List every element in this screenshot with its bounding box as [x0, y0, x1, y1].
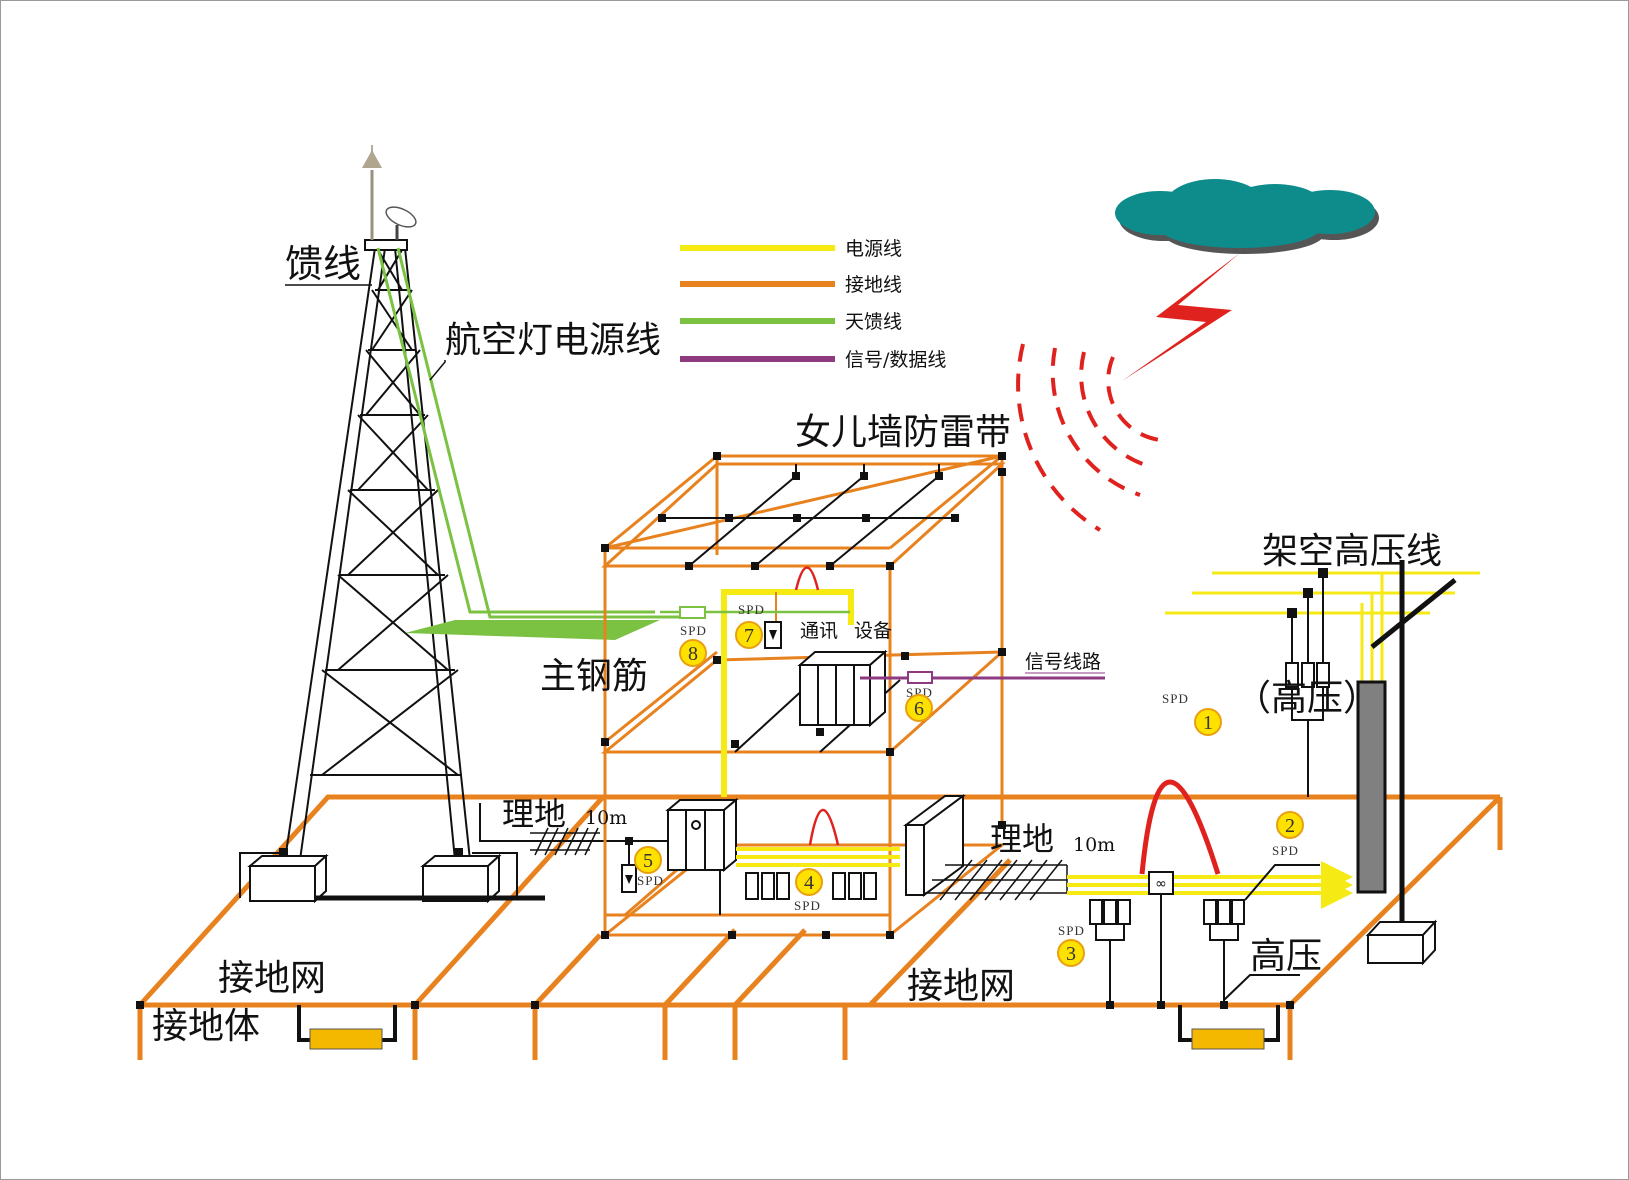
spd-number-5: 5: [643, 850, 653, 872]
ground-electrode-label: 接地体: [152, 1006, 260, 1047]
spd-number-7: 7: [744, 625, 754, 647]
spd-badge-6: SPD 6: [905, 685, 933, 722]
hv-spd-1-array: [1285, 568, 1330, 797]
legend-item-power: 电源线: [680, 238, 902, 260]
hv-transformer-box: [1365, 919, 1438, 966]
spd-number-4: 4: [804, 872, 814, 894]
spd-number-1: 1: [1203, 712, 1213, 734]
building-rebar-cage: [600, 454, 1007, 937]
spd-number-8: 8: [688, 643, 698, 665]
legend-label-signal: 信号/数据线: [845, 349, 946, 371]
legend-item-ground: 接地线: [680, 274, 902, 296]
comm-equipment-label-a: 通讯: [800, 620, 838, 642]
spd-number-6: 6: [914, 698, 924, 720]
bypass-arc-indoor: [808, 809, 840, 846]
comm-equipment-cabinet: [797, 649, 888, 728]
tower-footing-left: [239, 848, 329, 904]
spd-label-8: SPD: [680, 623, 707, 638]
spd-label-1: SPD: [1162, 691, 1189, 706]
legend-label-power: 电源线: [845, 238, 902, 260]
tower-footing-right: [420, 848, 518, 904]
spd-badge-7: SPD 7: [735, 602, 765, 649]
spd-badge-8: SPD 8: [679, 623, 707, 667]
hv-paren-label: （高压）: [1235, 678, 1379, 719]
spd-badge-3: SPD 3: [1057, 923, 1085, 967]
distance-label-right: 10m: [1073, 834, 1115, 856]
spd-3-array: [1089, 899, 1131, 1005]
spd-number-3: 3: [1066, 943, 1076, 965]
spd-2-array: [1203, 864, 1320, 1005]
transformer-cabinet: [902, 794, 967, 897]
spd-6-device: [907, 671, 933, 684]
tower-platform: [364, 239, 408, 251]
grounding-grid-right: [868, 794, 1503, 1060]
spd-badge-1: SPD 1: [1162, 691, 1222, 736]
buried-ground-hatch-left: [530, 827, 600, 856]
grounding-grid-label-left: 接地网: [218, 958, 326, 999]
legend-label-ground: 接地线: [845, 274, 902, 296]
communication-tower: [284, 247, 471, 861]
main-rebar-plate: [405, 620, 660, 640]
satellite-dish-icon: [385, 206, 417, 240]
overhead-hv-lines: [1165, 571, 1480, 682]
hv-crossarm: [1370, 578, 1457, 649]
spd-badge-2: 2 SPD: [1272, 811, 1304, 858]
spd-badge-5: 5 SPD: [634, 846, 664, 888]
spd-label-3: SPD: [1058, 923, 1085, 938]
parapet-lightning-belt-label: 女儿墙防雷带: [795, 412, 1011, 453]
ground-electrode-left: [297, 1005, 397, 1050]
antenna-feeder-lines: [376, 247, 700, 619]
spd-label-2: SPD: [1272, 843, 1299, 858]
lightning-bolt-icon: [1122, 253, 1240, 381]
overhead-hv-line-label: 架空高压线: [1262, 531, 1442, 572]
electromagnetic-wave-icon: [1016, 343, 1161, 532]
indoor-power-bus: [736, 847, 900, 867]
storm-cloud-icon: [1115, 179, 1379, 254]
incoming-power-line: [1067, 861, 1353, 909]
buried-ground-hatch-right: [925, 859, 1068, 901]
legend-item-antenna: 天馈线: [680, 311, 902, 333]
grounding-grid-left: [137, 794, 1010, 1060]
hv-cable-conduit: [1356, 680, 1387, 894]
feeder-label: 馈线: [285, 242, 361, 286]
spd-label-7: SPD: [738, 602, 765, 617]
spd-label-5: SPD: [637, 873, 664, 888]
indoor-power-line: [721, 589, 854, 797]
isolation-transformer-icon: ∞: [1148, 871, 1174, 1005]
spd-number-2: 2: [1285, 815, 1295, 837]
spd-8-device: [679, 606, 706, 619]
comm-equipment-label-b: 设备: [854, 620, 892, 642]
buried-ground-label-left: 理地: [502, 795, 566, 833]
signal-line-label: 信号线路: [1025, 651, 1101, 673]
spd-label-4: SPD: [794, 898, 821, 913]
svg-text:∞: ∞: [1155, 876, 1167, 892]
spd-badge-4: 4 SPD: [794, 868, 823, 913]
grounding-grid-label-right: 接地网: [907, 966, 1015, 1007]
high-voltage-label: 高压: [1250, 936, 1322, 977]
tower-ground-lead: [479, 803, 612, 842]
lightning-rod-icon: [362, 145, 382, 240]
distance-label-left: 10m: [585, 807, 627, 829]
power-distribution-cabinet: [665, 797, 739, 915]
legend-label-antenna: 天馈线: [845, 311, 902, 333]
spd-4-array: [745, 872, 877, 900]
bypass-arc-outdoor: [1139, 779, 1221, 875]
ground-electrode-right: [1178, 1005, 1280, 1050]
legend: 电源线 接地线 天馈线 信号/数据线: [680, 238, 946, 371]
main-rebar-label: 主钢筋: [540, 656, 648, 697]
aviation-light-power-label: 航空灯电源线: [445, 320, 661, 361]
bypass-arc: [794, 566, 820, 591]
buried-ground-label-right: 理地: [990, 820, 1054, 858]
legend-item-signal: 信号/数据线: [680, 349, 946, 371]
